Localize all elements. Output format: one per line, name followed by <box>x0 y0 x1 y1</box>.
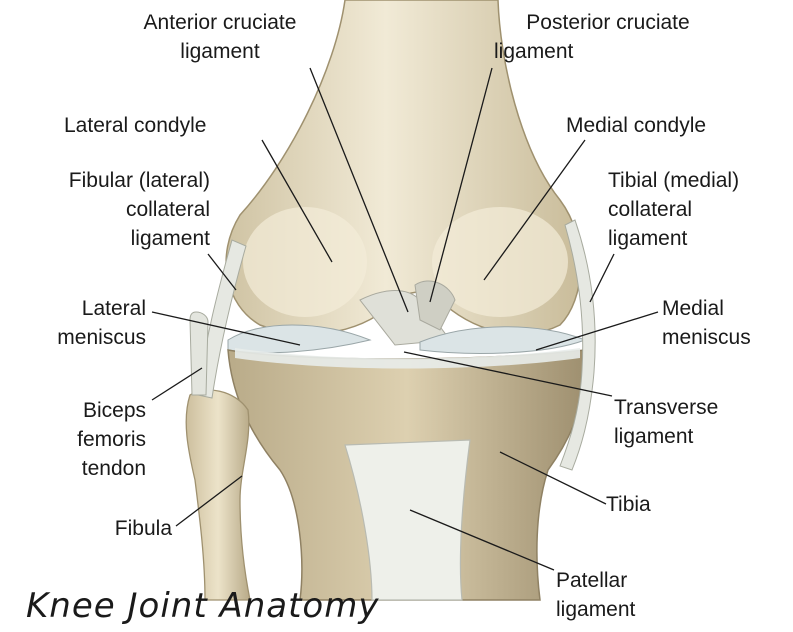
label-lateral-condyle: Lateral condyle <box>64 111 206 140</box>
label-line: Lateral <box>14 294 146 323</box>
label-tibial-collateral-ligament: Tibial (medial) collateral ligament <box>608 166 739 253</box>
label-patellar-ligament: Patellar ligament <box>556 566 635 624</box>
label-line: Medial condyle <box>566 111 706 140</box>
label-line: Biceps <box>14 396 146 425</box>
label-line: collateral <box>608 195 739 224</box>
label-fibula: Fibula <box>40 514 172 543</box>
label-line: meniscus <box>662 323 751 352</box>
label-fibular-collateral-ligament: Fibular (lateral) collateral ligament <box>4 166 210 253</box>
label-line: tendon <box>14 454 146 483</box>
label-line: ligament <box>95 37 345 66</box>
label-line: collateral <box>4 195 210 224</box>
label-lateral-meniscus: Lateral meniscus <box>14 294 146 352</box>
label-line: ligament <box>556 595 635 624</box>
label-transverse-ligament: Transverse ligament <box>614 393 718 451</box>
label-posterior-cruciate-ligament: Posterior cruciate ligament <box>488 8 728 66</box>
label-line: ligament <box>608 224 739 253</box>
label-biceps-femoris-tendon: Biceps femoris tendon <box>14 396 146 483</box>
label-line: ligament <box>4 224 210 253</box>
label-line: Fibula <box>40 514 172 543</box>
label-medial-condyle: Medial condyle <box>566 111 706 140</box>
leader-tibial-collateral <box>590 254 614 302</box>
label-tibia: Tibia <box>606 490 651 519</box>
lateral-condyle <box>243 207 367 317</box>
label-line: Patellar <box>556 566 635 595</box>
fibula <box>186 390 250 600</box>
label-line: meniscus <box>14 323 146 352</box>
label-line: Posterior cruciate <box>488 8 728 37</box>
label-anterior-cruciate-ligament: Anterior cruciate ligament <box>95 8 345 66</box>
label-medial-meniscus: Medial meniscus <box>662 294 751 352</box>
label-line: Fibular (lateral) <box>4 166 210 195</box>
label-line: Tibia <box>606 490 651 519</box>
label-line: ligament <box>488 37 728 66</box>
label-line: Tibial (medial) <box>608 166 739 195</box>
label-line: ligament <box>614 422 718 451</box>
label-line: Medial <box>662 294 751 323</box>
diagram-title: Knee Joint Anatomy <box>26 586 379 626</box>
label-line: Anterior cruciate <box>95 8 345 37</box>
lateral-meniscus <box>228 325 370 353</box>
label-line: Lateral condyle <box>64 111 206 140</box>
label-line: Transverse <box>614 393 718 422</box>
label-line: femoris <box>14 425 146 454</box>
medial-meniscus <box>420 327 585 354</box>
